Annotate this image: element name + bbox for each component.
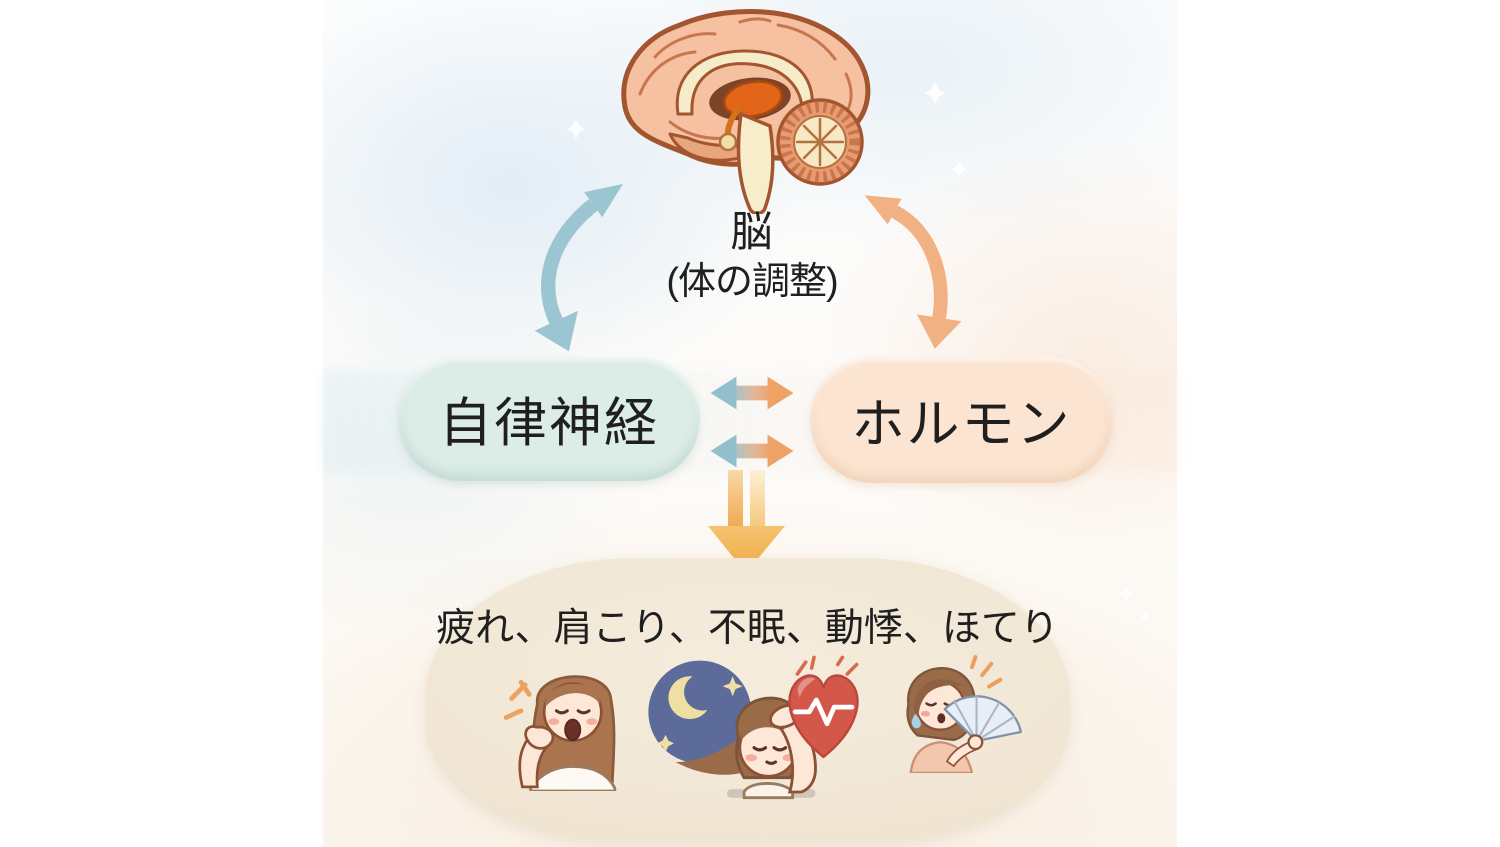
down-arrow-to-symptoms <box>708 470 785 573</box>
pituitary <box>718 132 738 152</box>
brain-icon <box>621 9 871 214</box>
exchange-arrow-top <box>710 376 794 410</box>
brain-autonomic-arrow <box>534 184 623 352</box>
exchange-arrow-bottom <box>710 434 794 468</box>
brainstem <box>736 112 775 214</box>
autonomic-nerve-label: 自律神経 <box>439 394 659 453</box>
hormone-label: ホルモン <box>851 395 1072 454</box>
brain-sublabel: (体の調整) <box>666 261 838 303</box>
hot-flash-fan-woman-icon <box>906 654 1022 773</box>
hormone-node: ホルモン <box>810 357 1113 483</box>
fatigue-yawning-woman-icon <box>503 675 617 791</box>
palpitations-heart-ecg-icon <box>788 655 859 759</box>
sparkle-stars <box>567 82 1150 622</box>
brain-label: 脳 <box>730 208 774 255</box>
symptoms-label: 疲れ、肩こり、不眠、動悸、ほてり <box>436 607 1059 650</box>
insomnia-moon-woman-icon <box>648 660 817 800</box>
autonomic-nerve-node: 自律神経 <box>398 357 700 481</box>
brain-hormone-arrow <box>864 195 962 349</box>
cerebellum <box>776 98 864 186</box>
